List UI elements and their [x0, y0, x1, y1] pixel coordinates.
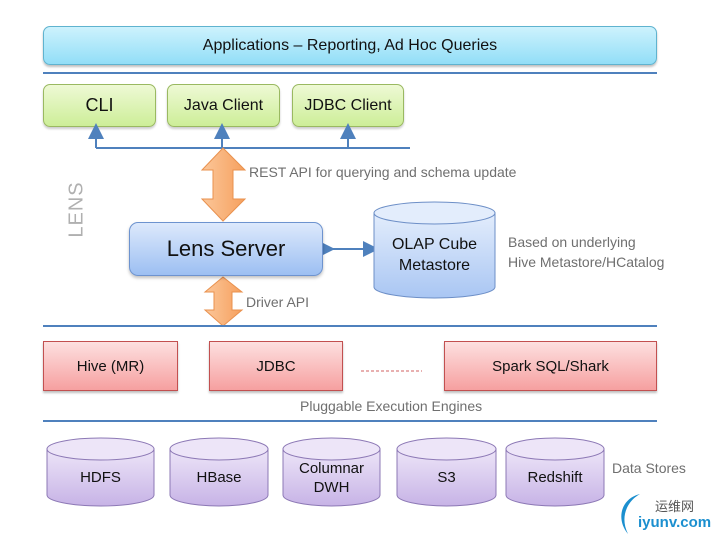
engines-caption: Pluggable Execution Engines	[300, 398, 483, 414]
driver-api-arrow-icon	[203, 276, 244, 327]
datastore-s3: S3	[397, 460, 496, 496]
datastore-cylinder-icon	[169, 437, 269, 507]
lens-server-label: Lens Server	[166, 236, 286, 261]
metastore-note: Based on underlying Hive Metastore/HCata…	[508, 232, 664, 272]
applications-label: Applications – Reporting, Ad Hoc Queries	[202, 36, 498, 54]
divider-applications	[43, 72, 657, 74]
datastore-cylinder-icon	[282, 437, 381, 507]
watermark-cn: 运维网	[655, 499, 695, 514]
lens-label: LENS	[65, 181, 88, 238]
rest-api-label: REST API for querying and schema update	[249, 164, 517, 180]
data-stores-caption: Data Stores	[612, 460, 686, 476]
datastore-hbase: HBase	[170, 460, 268, 496]
datastore-label: S3	[437, 469, 456, 487]
datastore-label: Redshift	[527, 469, 583, 487]
divider-engines-top	[43, 325, 657, 327]
datastore-label: HDFS	[80, 469, 121, 487]
metastore-line1: OLAP Cube	[391, 236, 478, 254]
datastore-label: Columnar	[298, 459, 365, 477]
lens-server: Lens Server	[129, 222, 323, 276]
watermark-en: iyunv.com	[638, 514, 712, 531]
metastore-cylinder-icon	[373, 201, 496, 299]
metastore: OLAP Cube Metastore	[374, 230, 495, 282]
applications-layer: Applications – Reporting, Ad Hoc Queries	[43, 26, 657, 65]
engine-hive-label: Hive (MR)	[76, 357, 145, 375]
driver-api-label: Driver API	[246, 294, 310, 310]
client-java-label: Java Client	[183, 96, 264, 114]
datastore-label: HBase	[196, 469, 242, 487]
client-jdbc-label: JDBC Client	[304, 96, 392, 114]
datastore-cylinder-icon	[396, 437, 497, 507]
client-connector	[88, 123, 410, 149]
datastore-label-line2: DWH	[313, 479, 350, 496]
engine-spark: Spark SQL/Shark	[444, 341, 657, 391]
metastore-line2: Metastore	[398, 257, 471, 274]
datastore-redshift: Redshift	[506, 460, 604, 496]
client-jdbc: JDBC Client	[292, 84, 404, 127]
client-cli-label: CLI	[85, 95, 114, 115]
divider-engines-bottom	[43, 420, 657, 422]
datastore-cylinder-icon	[505, 437, 605, 507]
client-java: Java Client	[167, 84, 280, 127]
engine-jdbc: JDBC	[209, 341, 343, 391]
metastore-note-line1: Based on underlying	[508, 234, 636, 250]
engine-jdbc-label: JDBC	[256, 357, 296, 375]
rest-api-arrow-icon	[200, 147, 247, 222]
datastore-cylinder-icon	[46, 437, 155, 507]
metastore-note-line2: Hive Metastore/HCatalog	[508, 254, 665, 270]
datastore-hdfs: HDFS	[47, 460, 154, 496]
engine-hive: Hive (MR)	[43, 341, 178, 391]
datastore-columnar-dwh: Columnar DWH	[283, 456, 380, 500]
engine-spark-label: Spark SQL/Shark	[492, 357, 609, 375]
watermark-logo-icon	[621, 494, 640, 534]
